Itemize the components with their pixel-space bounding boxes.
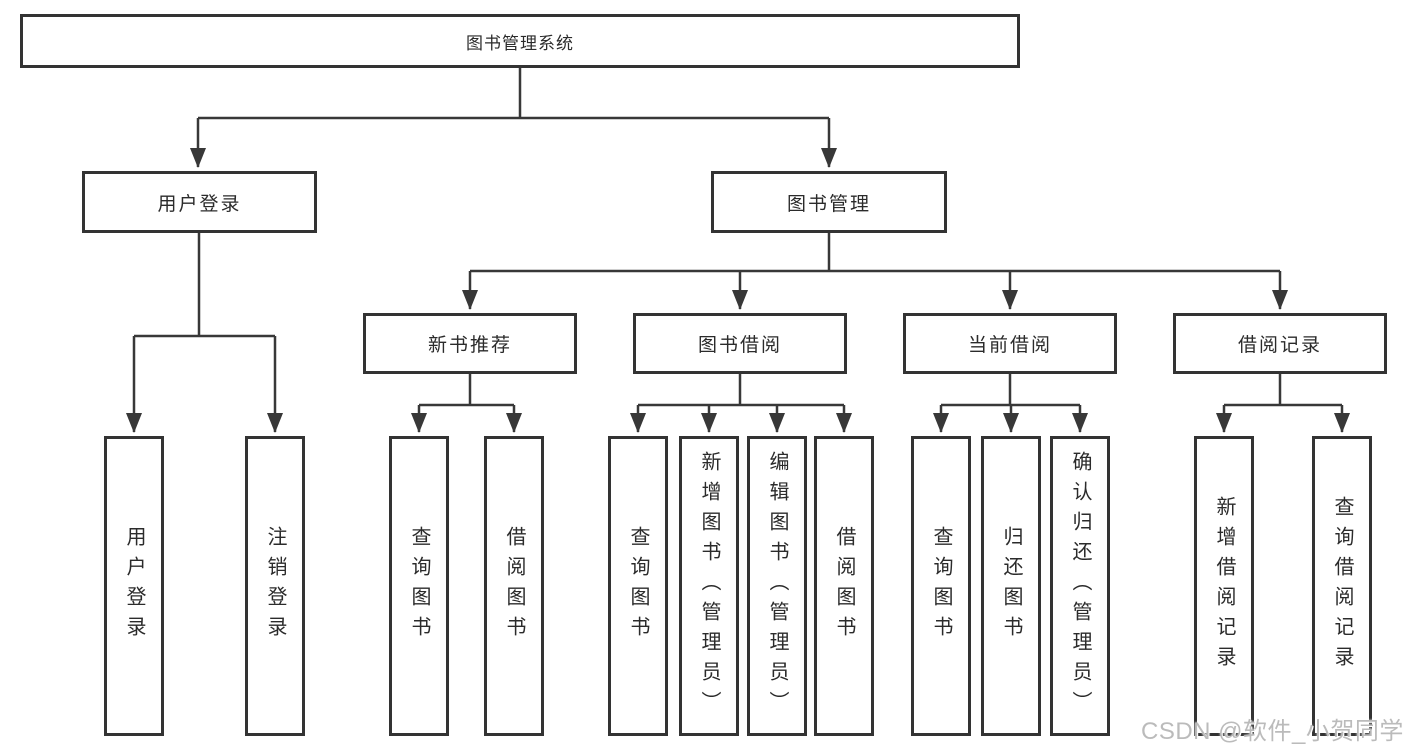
connector-new-book: [419, 374, 514, 407]
leaf-return-books: 归还图书: [981, 436, 1041, 736]
csdn-watermark: CSDN @软件_小贺同学: [1141, 718, 1404, 745]
leaf-query-books-recommend: 查询图书: [389, 436, 449, 736]
node-new-book-recommend: 新书推荐: [363, 313, 577, 374]
node-current-borrow: 当前借阅: [903, 313, 1117, 374]
connector-user-login: [134, 233, 275, 338]
node-borrow-records: 借阅记录: [1173, 313, 1387, 374]
connector-book-management: [470, 233, 1280, 273]
leaf-logout: 注销登录: [245, 436, 305, 736]
leaf-add-books-admin: 新增图书（管理员）: [679, 436, 739, 736]
leaf-confirm-return-admin: 确认归还（管理员）: [1050, 436, 1110, 736]
leaf-edit-books-admin: 编辑图书（管理员）: [747, 436, 807, 736]
connector-root: [198, 68, 829, 120]
leaf-borrow-books: 借阅图书: [814, 436, 874, 736]
connector-current-borrow: [941, 374, 1080, 407]
leaf-query-books-current: 查询图书: [911, 436, 971, 736]
node-book-borrow: 图书借阅: [633, 313, 847, 374]
leaf-query-borrow-record: 查询借阅记录: [1312, 436, 1372, 736]
leaf-borrow-books-recommend: 借阅图书: [484, 436, 544, 736]
node-book-management: 图书管理: [711, 171, 947, 233]
node-root-library-system: 图书管理系统: [20, 14, 1020, 68]
connector-book-borrow: [638, 374, 844, 407]
leaf-user-login: 用户登录: [104, 436, 164, 736]
leaf-add-borrow-record: 新增借阅记录: [1194, 436, 1254, 736]
node-user-login: 用户登录: [82, 171, 317, 233]
connector-borrow-records: [1224, 374, 1342, 407]
leaf-query-books-borrow: 查询图书: [608, 436, 668, 736]
